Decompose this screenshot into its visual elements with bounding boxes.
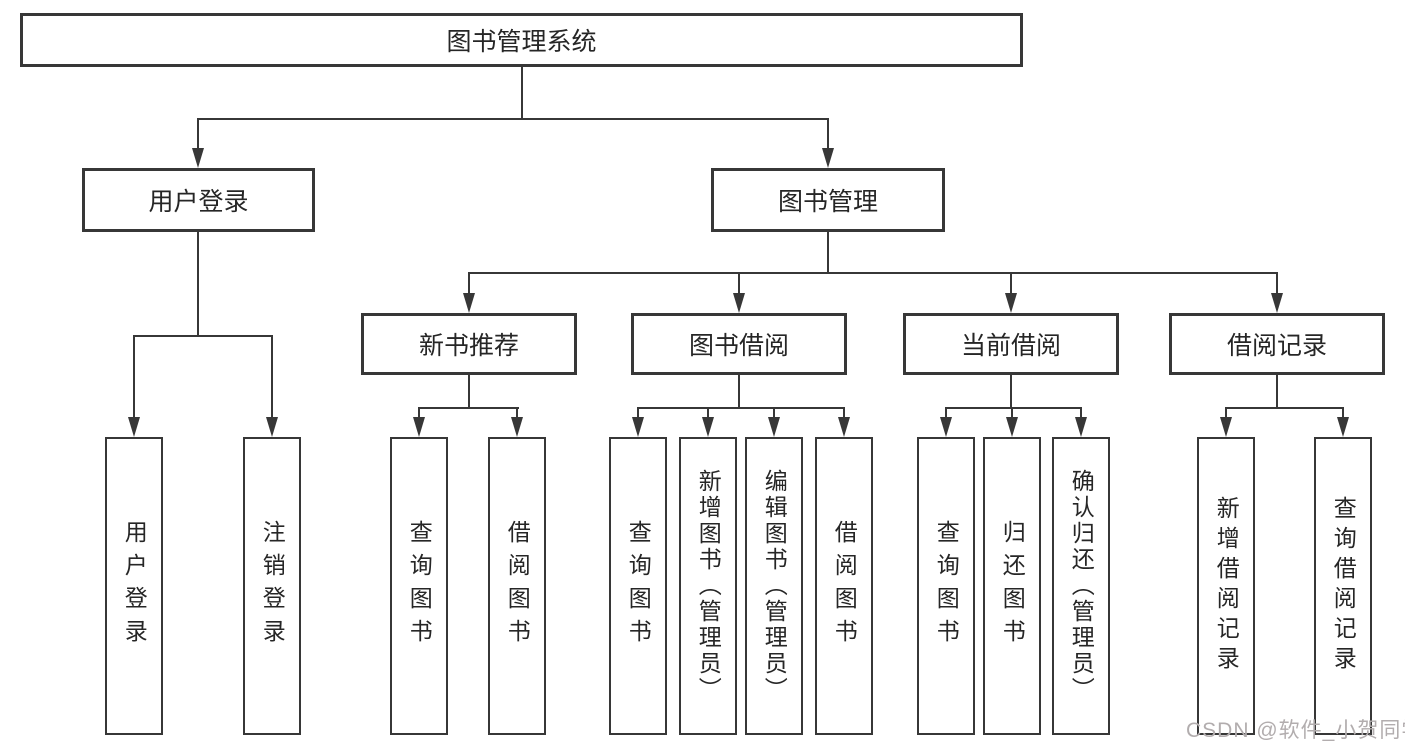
leaf-user-login: 用户登录 [105, 437, 163, 735]
node-label: 当前借阅 [960, 332, 1061, 360]
leaf-label: 确认归还（管理员） [1068, 469, 1095, 703]
node-new-book-recommendation: 新书推荐 [361, 313, 577, 375]
connector-line [738, 375, 740, 408]
connector-line [1011, 407, 1013, 419]
connector-line [738, 272, 740, 295]
node-label: 图书管理系统 [446, 28, 597, 56]
leaf-return-book: 归还图书 [983, 437, 1041, 735]
leaf-edit-book-admin: 编辑图书（管理员） [745, 437, 803, 735]
leaf-label: 用户登录 [121, 520, 148, 652]
arrow-down-icon [838, 417, 850, 437]
node-current-borrowing: 当前借阅 [903, 313, 1119, 375]
node-book-management: 图书管理 [711, 168, 945, 232]
connector-line [827, 232, 829, 274]
arrow-down-icon [128, 417, 140, 437]
arrow-down-icon [1271, 293, 1283, 313]
node-label: 图书借阅 [688, 332, 789, 360]
leaf-query-book-borrowing: 查询图书 [609, 437, 667, 735]
leaf-label: 查询图书 [933, 520, 960, 652]
connector-line [468, 272, 470, 295]
connector-line [1225, 407, 1344, 409]
connector-line [1276, 375, 1278, 408]
connector-line [197, 118, 199, 150]
leaf-query-book-current: 查询图书 [917, 437, 975, 735]
connector-line [133, 335, 273, 337]
node-label: 图书管理 [777, 188, 878, 216]
arrow-down-icon [822, 148, 834, 168]
arrow-down-icon [632, 417, 644, 437]
leaf-borrow-book: 借阅图书 [815, 437, 873, 735]
connector-line [418, 407, 519, 409]
connector-line [827, 118, 829, 150]
connector-line [945, 407, 1082, 409]
leaf-query-borrow-record: 查询借阅记录 [1314, 437, 1372, 735]
arrow-down-icon [1075, 417, 1087, 437]
leaf-label: 编辑图书（管理员） [761, 469, 788, 703]
leaf-add-borrow-record: 新增借阅记录 [1197, 437, 1255, 735]
connector-line [133, 335, 135, 419]
leaf-label: 查询图书 [625, 520, 652, 652]
arrow-down-icon [940, 417, 952, 437]
connector-line [1010, 375, 1012, 408]
connector-line [1276, 272, 1278, 295]
arrow-down-icon [702, 417, 714, 437]
connector-line [197, 118, 829, 120]
node-label: 用户登录 [148, 188, 249, 216]
connector-line [1080, 407, 1082, 419]
connector-line [637, 407, 639, 419]
leaf-label: 新增借阅记录 [1213, 496, 1240, 676]
leaf-label: 新增图书（管理员） [695, 469, 722, 703]
connector-line [271, 335, 273, 419]
arrow-down-icon [1005, 293, 1017, 313]
arrow-down-icon [733, 293, 745, 313]
arrow-down-icon [413, 417, 425, 437]
connector-line [516, 407, 518, 419]
node-user-login: 用户登录 [82, 168, 315, 232]
leaf-label: 注销登录 [259, 520, 286, 652]
connector-line [637, 407, 845, 409]
leaf-add-book-admin: 新增图书（管理员） [679, 437, 737, 735]
arrow-down-icon [266, 417, 278, 437]
connector-line [843, 407, 845, 419]
arrow-down-icon [1220, 417, 1232, 437]
connector-line [1010, 272, 1012, 295]
node-library-system: 图书管理系统 [20, 13, 1023, 67]
node-borrowing-records: 借阅记录 [1169, 313, 1385, 375]
arrow-down-icon [511, 417, 523, 437]
leaf-label: 借阅图书 [831, 520, 858, 652]
leaf-label: 归还图书 [999, 520, 1026, 652]
arrow-down-icon [192, 148, 204, 168]
arrow-down-icon [768, 417, 780, 437]
connector-line [1225, 407, 1227, 419]
leaf-label: 查询图书 [406, 520, 433, 652]
leaf-confirm-return-admin: 确认归还（管理员） [1052, 437, 1110, 735]
node-book-borrowing: 图书借阅 [631, 313, 847, 375]
connector-line [707, 407, 709, 419]
connector-line [418, 407, 420, 419]
node-label: 借阅记录 [1226, 332, 1327, 360]
leaf-query-book-recommend: 查询图书 [390, 437, 448, 735]
node-label: 新书推荐 [418, 332, 519, 360]
arrow-down-icon [1006, 417, 1018, 437]
connector-line [197, 232, 199, 337]
leaf-label: 借阅图书 [504, 520, 531, 652]
connector-line [468, 272, 1278, 274]
connector-line [1342, 407, 1344, 419]
leaf-borrow-book-recommend: 借阅图书 [488, 437, 546, 735]
connector-line [521, 67, 523, 119]
arrow-down-icon [1337, 417, 1349, 437]
csdn-watermark: CSDN @软件_小贺同学 [1186, 719, 1405, 742]
leaf-logout: 注销登录 [243, 437, 301, 735]
leaf-label: 查询借阅记录 [1330, 496, 1357, 676]
connector-line [773, 407, 775, 419]
connector-line [468, 375, 470, 408]
connector-line [945, 407, 947, 419]
arrow-down-icon [463, 293, 475, 313]
